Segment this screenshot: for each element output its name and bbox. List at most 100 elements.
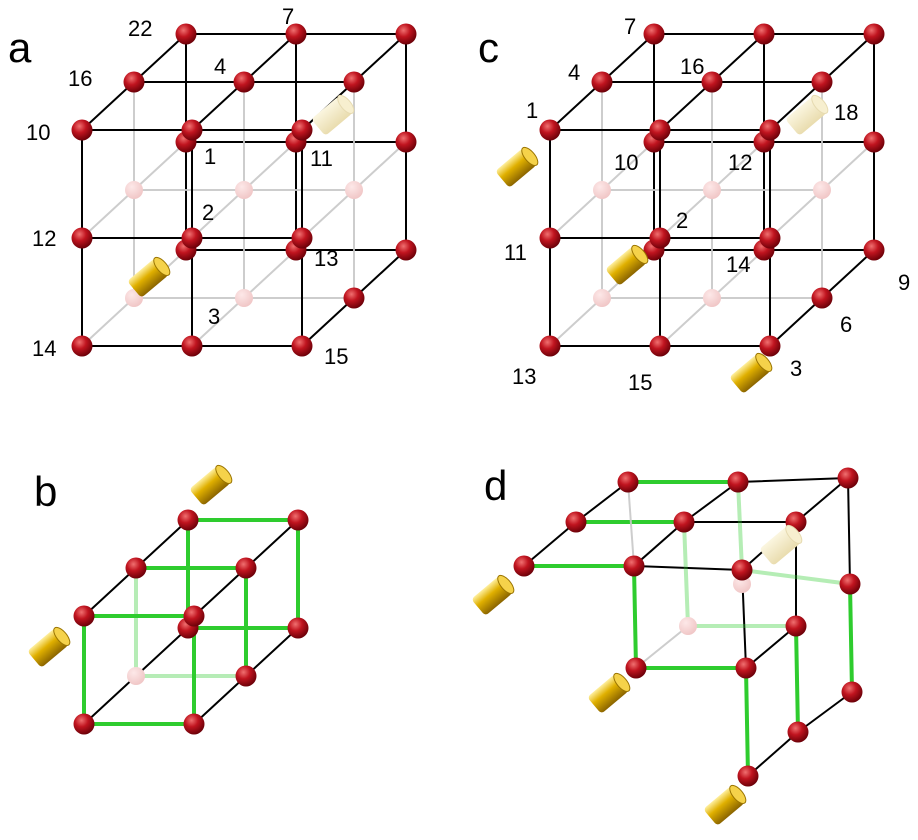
bond-edge-green [848,582,854,694]
lattice-edge [659,297,713,347]
lattice-node [71,335,93,357]
lattice-edge [769,189,823,239]
lattice-node [811,71,833,93]
lattice-node [285,23,307,45]
panel-d-nodes [472,467,863,825]
lattice-node [565,511,587,533]
lattice-node [183,713,205,735]
lattice-node [513,555,535,577]
lattice-node [345,181,363,199]
lattice-node [701,71,723,93]
lattice-node [343,71,365,93]
node-label: 12 [32,226,56,251]
bond-edge-green [682,520,690,628]
lattice-node [291,227,313,249]
lattice-node [395,23,417,45]
cylinder-icon [472,574,515,615]
lattice-node [73,605,95,627]
cylinder-icon [28,626,71,667]
node-label: 1 [526,98,538,123]
lattice-edge [353,141,407,191]
node-label: 15 [628,370,652,395]
lattice-edge [549,189,603,239]
lattice-node [593,181,611,199]
lattice-node [235,289,253,307]
panel-a-node-labels: 22 7 16 4 10 1 11 12 2 13 14 3 15 [26,4,348,369]
lattice-node [343,287,365,309]
lattice-node [181,119,203,141]
lattice-edge [745,625,797,669]
lattice-node [593,289,611,307]
node-label: 10 [26,120,50,145]
lattice-edge [769,297,823,347]
bond-edge-green [740,568,852,586]
lattice-node [287,509,309,531]
bond-edge-green [627,481,635,567]
bond-edge-green [632,564,638,670]
panel-b-edges [82,518,300,726]
lattice-edge [81,81,135,131]
lattice-node [731,559,753,581]
lattice-edge [133,33,187,83]
lattice-edge [81,189,135,239]
lattice-edge [575,481,629,523]
lattice-node [235,665,257,687]
lattice-node [71,227,93,249]
lattice-node [395,131,417,153]
lattice-edge [81,297,135,347]
lattice-edge [353,249,407,299]
cylinder-icon [190,464,233,505]
panel-d: d [472,462,863,825]
node-label: 22 [128,16,152,41]
node-label: 2 [676,208,688,233]
cylinder-icon [588,672,631,713]
cylinder-icon [496,146,539,187]
lattice-edge [797,691,853,733]
lattice-edge [711,141,765,191]
lattice-edge [193,567,247,617]
lattice-node [125,557,147,579]
panel-d-label: d [484,462,507,509]
lattice-node [71,119,93,141]
node-label: 13 [512,364,536,389]
panel-a-label: a [8,24,32,71]
lattice-node [175,23,197,45]
node-label: 14 [32,336,56,361]
lattice-edge [523,521,577,567]
lattice-node [617,471,639,493]
node-label: 14 [726,252,750,277]
node-label: 4 [214,54,226,79]
cylinder-icon [704,784,747,825]
lattice-node [591,71,613,93]
bond-edge-green [744,666,750,778]
lattice-node [127,667,145,685]
panel-c-label: c [478,24,499,71]
lattice-node [181,335,203,357]
panel-b: b [28,464,309,735]
panel-c-nodes [496,23,885,393]
lattice-edge [847,477,851,585]
lattice-node [735,657,757,679]
lattice-edge [711,33,765,83]
lattice-node [539,335,561,357]
lattice-node [759,227,781,249]
node-label: 10 [614,150,638,175]
lattice-edge [83,675,137,725]
lattice-node [811,287,833,309]
lattice-node [679,617,697,635]
lattice-edge [243,33,297,83]
lattice-edge [659,189,713,239]
lattice-node [235,557,257,579]
lattice-node [839,573,861,595]
lattice-edge [633,521,685,567]
lattice-node [183,605,205,627]
lattice-edge [769,81,823,131]
node-label: 13 [314,246,338,271]
lattice-node [733,575,751,593]
lattice-edge [549,81,603,131]
lattice-edge [191,297,245,347]
lattice-node [785,615,807,637]
lattice-node [235,181,253,199]
lattice-edge [191,81,245,131]
